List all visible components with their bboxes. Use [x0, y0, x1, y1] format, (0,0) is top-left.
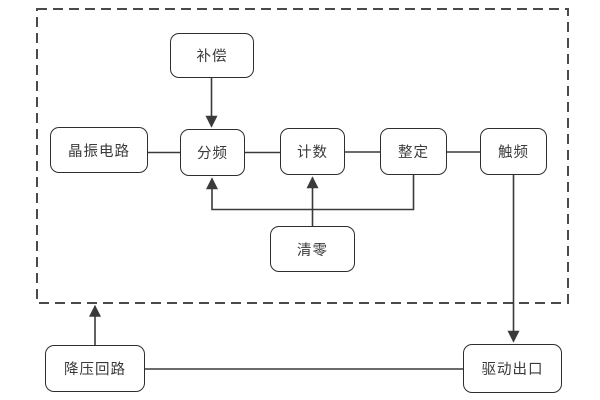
- node-clear: 清零: [270, 226, 355, 272]
- node-drive-output: 驱动出口: [463, 344, 562, 393]
- node-counter-label: 计数: [297, 145, 328, 161]
- node-trigger-frequency-label: 触频: [498, 145, 529, 161]
- node-drive-output-label: 驱动出口: [481, 362, 544, 378]
- node-trigger-frequency: 触频: [480, 128, 547, 175]
- node-clear-label: 清零: [297, 242, 328, 259]
- node-step-down-circuit-label: 降压回路: [64, 362, 126, 378]
- node-counter: 计数: [280, 128, 345, 175]
- node-setting-label: 整定: [398, 145, 429, 161]
- node-frequency-divider: 分频: [180, 129, 245, 176]
- dashed-boundary: [36, 8, 569, 304]
- node-setting: 整定: [380, 128, 447, 175]
- node-compensation: 补偿: [170, 33, 254, 78]
- node-frequency-divider-label: 分频: [197, 146, 228, 162]
- node-compensation-label: 补偿: [196, 49, 228, 65]
- node-step-down-circuit: 降压回路: [45, 345, 145, 392]
- node-crystal-oscillator: 晶振电路: [50, 127, 148, 173]
- node-crystal-oscillator-label: 晶振电路: [68, 143, 130, 160]
